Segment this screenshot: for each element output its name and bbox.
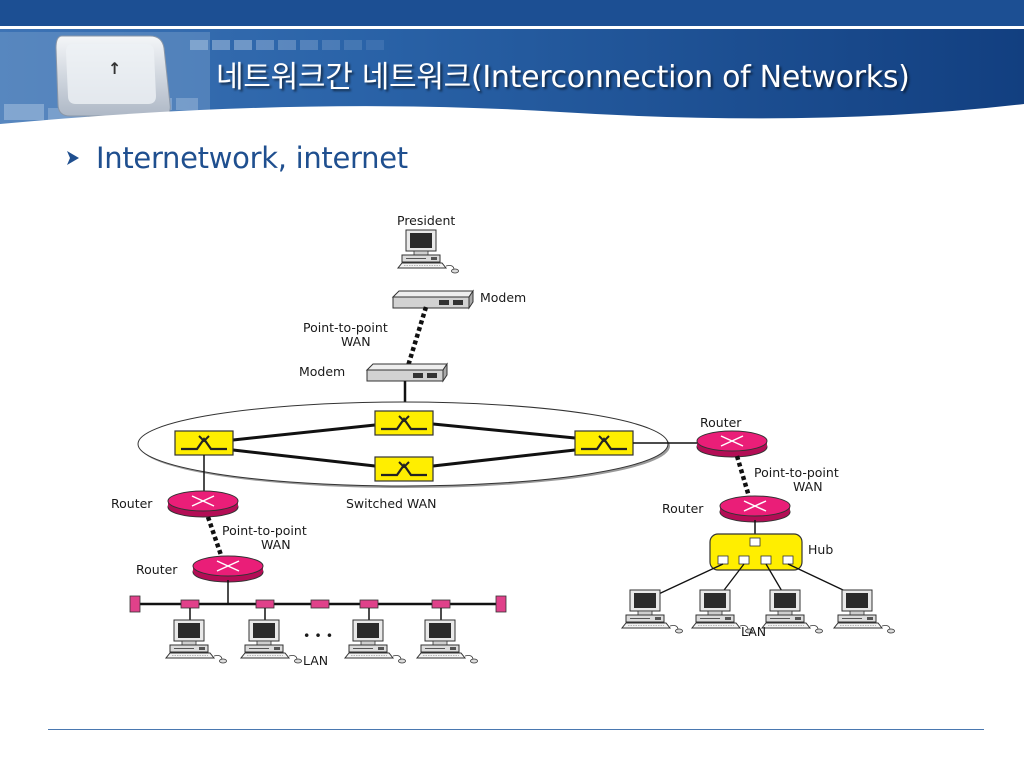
slide-title: 네트워크간 네트워크(Interconnection of Networks) [216, 60, 910, 95]
modem-middle [366, 363, 448, 382]
svg-text:↑: ↑ [108, 59, 121, 78]
router-left-bottom-label: Router [136, 562, 178, 577]
modem-top-label: Modem [480, 290, 526, 305]
bullet-item: Internetwork, internet [64, 138, 408, 178]
modem-top [392, 290, 474, 309]
router-right-bottom [719, 495, 791, 523]
switched-wan-label: Switched WAN [346, 496, 437, 511]
footer-divider [48, 729, 984, 730]
p2p-link-left [205, 516, 226, 562]
lan-left-computer-3 [344, 619, 406, 664]
lan-right-label: LAN [741, 624, 766, 639]
header-background: ↑ [0, 0, 1024, 140]
lan-ellipsis: • • • [303, 628, 333, 643]
wan-left-label: WAN [261, 537, 291, 552]
lan-left-label: LAN [303, 653, 328, 668]
p2p-right-label: Point-to-point [754, 465, 839, 480]
router-right-top [696, 430, 768, 458]
switch-bottom [373, 455, 435, 483]
router-left [167, 490, 239, 518]
lan-right-computer-1 [621, 589, 683, 634]
p2p-link-right [734, 455, 753, 501]
router-right-top-label: Router [700, 415, 742, 430]
president-label: President [397, 213, 455, 228]
router-left-label: Router [111, 496, 153, 511]
router-left-bottom [192, 555, 264, 583]
president-computer [397, 229, 459, 274]
lan-left-computer-4 [416, 619, 478, 664]
modem-middle-label: Modem [299, 364, 345, 379]
arrow-bullet-icon [67, 151, 79, 165]
switch-top [373, 409, 435, 437]
switch-right [573, 429, 635, 457]
p2p-link-top [405, 306, 429, 367]
wan-right-label: WAN [793, 479, 823, 494]
lan-bus-left [129, 595, 507, 622]
lan-left-computer-1 [165, 619, 227, 664]
switched-wan-boundary [137, 401, 669, 487]
p2p-top-label: Point-to-point [303, 320, 388, 335]
hub-icon [709, 533, 803, 571]
hub-label: Hub [808, 542, 833, 557]
lan-right-computer-4 [833, 589, 895, 634]
router-right-bottom-label: Router [662, 501, 704, 516]
switched-wan-links [232, 422, 576, 468]
lan-left-computer-2 [240, 619, 302, 664]
wan-top-label: WAN [341, 334, 371, 349]
lan-right-computer-3 [761, 589, 823, 634]
bullet-text: Internetwork, internet [96, 141, 408, 175]
switch-left [173, 429, 235, 457]
p2p-left-label: Point-to-point [222, 523, 307, 538]
header-banner: ↑ 네트워크간 네트워크(Interconnection of Networks… [0, 0, 1024, 140]
